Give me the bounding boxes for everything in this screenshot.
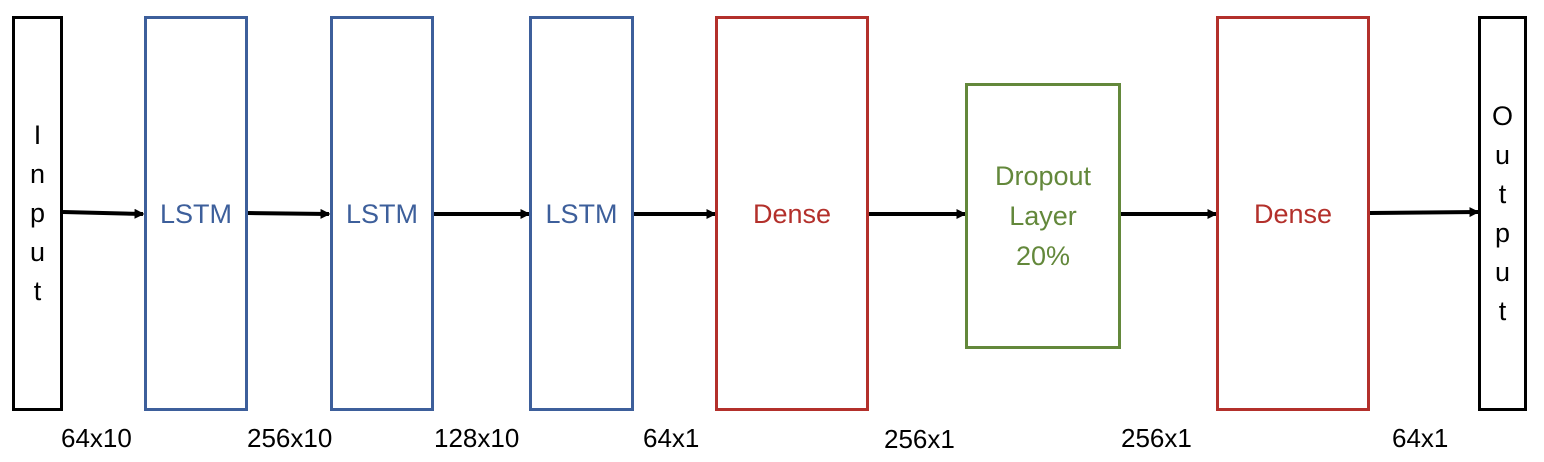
lstm-layer-3: LSTM (529, 16, 634, 411)
dimension-label-5: 256x1 (884, 424, 955, 454)
lstm-layer-2-label: LSTM (345, 198, 418, 229)
dimension-label-1: 64x10 (61, 423, 132, 453)
lstm-layer-2: LSTM (330, 16, 434, 411)
input-label-letter: t (33, 276, 42, 306)
lstm-layer-3-label: LSTM (545, 198, 618, 229)
input-label-letter: p (29, 198, 46, 228)
input-label-letter: I (33, 120, 42, 150)
output-label-letter: u (1494, 139, 1510, 170)
dimension-label-4: 64x1 (643, 423, 700, 453)
lstm-layer-1: LSTM (144, 16, 248, 411)
dropout-label-line-3: 20% (1015, 241, 1071, 271)
arrow-dense2-to-output (1369, 207, 1480, 218)
arrow-input-to-lstm1 (62, 208, 145, 219)
output-label-letter: t (1498, 178, 1507, 209)
output-label-letter: p (1494, 217, 1510, 248)
output-label-letter: O (1491, 100, 1513, 131)
output-label-letter: u (1494, 256, 1510, 287)
dimension-label-2: 256x10 (247, 423, 333, 453)
dimension-label-6: 256x1 (1121, 423, 1192, 453)
input-label-letter: n (29, 159, 46, 189)
dropout-label-line-1: Dropout (994, 161, 1092, 191)
output-label-letter: t (1498, 295, 1507, 326)
lstm-layer-1-label: LSTM (159, 198, 232, 229)
arrow-lstm1-to-lstm2 (247, 208, 331, 219)
dense-layer-2-label: Dense (1253, 198, 1333, 229)
dropout-label-line-2: Layer (1009, 201, 1077, 231)
dense-layer-1: Dense (715, 16, 869, 411)
dimension-label-3: 128x10 (434, 423, 520, 453)
input-label-letter: u (29, 237, 46, 267)
dropout-layer: Dropout Layer 20% (965, 83, 1121, 349)
dimension-label-7: 64x1 (1392, 423, 1449, 453)
dense-layer-1-label: Dense (752, 198, 832, 229)
dense-layer-2: Dense (1216, 16, 1370, 411)
